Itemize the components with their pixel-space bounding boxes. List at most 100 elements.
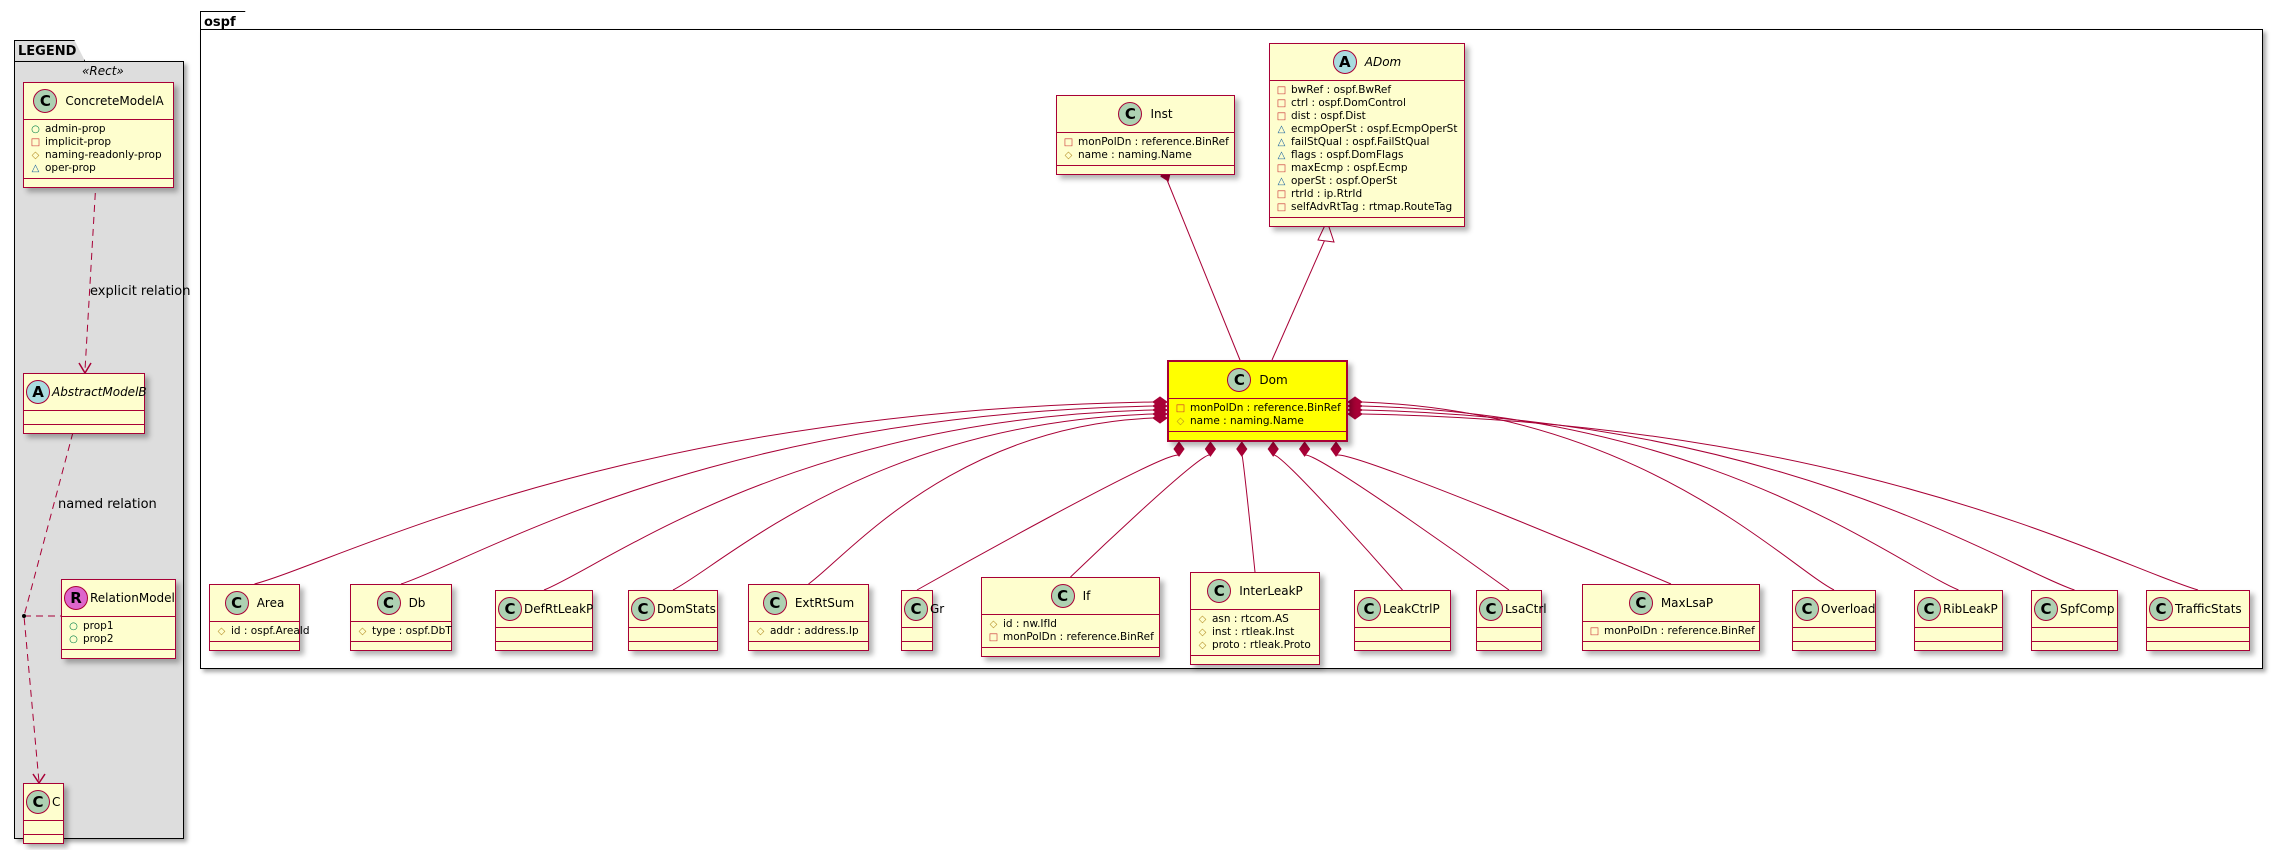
explicit-relation-label: explicit relation: [90, 284, 191, 299]
attribute-text: maxEcmp : ospf.Ecmp: [1291, 162, 1408, 174]
attribute: □monPolDn : reference.BinRef: [1589, 625, 1755, 638]
class-name: Db: [408, 596, 426, 610]
class-name: C: [52, 795, 61, 809]
attribute-text: id : nw.IfId: [1003, 618, 1057, 630]
class-icon: C: [1917, 597, 1941, 621]
attribute-text: prop2: [83, 633, 114, 645]
class-name: If: [1082, 589, 1091, 603]
attribute-text: ctrl : ospf.DomControl: [1291, 97, 1406, 109]
attribute: △ ecmpOperSt : ospf.EcmpOperSt: [1276, 123, 1458, 136]
attribute-text: implicit-prop: [45, 136, 112, 148]
legend-stereotype: «Rect»: [82, 64, 124, 78]
visibility-icon: ○: [69, 634, 78, 645]
class-icon: C: [26, 790, 50, 814]
attribute: □ monPolDn : reference.BinRef: [1063, 136, 1229, 149]
class-icon: C: [2034, 597, 2058, 621]
visibility-icon: △: [31, 163, 40, 174]
attribute: □selfAdvRtTag : rtmap.RouteTag: [1276, 201, 1458, 214]
class-icon: C: [762, 591, 787, 615]
attribute: ◇ asn : rtcom.AS: [1197, 613, 1313, 626]
attribute-text: monPolDn : reference.BinRef: [1078, 136, 1229, 148]
class-name: Inst: [1150, 107, 1173, 121]
class-name: RibLeakP: [1943, 602, 1998, 616]
class-icon: C: [1118, 102, 1143, 126]
attribute-text: failStQual : ospf.FailStQual: [1291, 136, 1430, 148]
attribute-text: admin-prop: [45, 123, 106, 135]
attribute: △ operSt : ospf.OperSt: [1276, 175, 1458, 188]
class-inst[interactable]: C Inst □ monPolDn : reference.BinRef ◇ name …: [1056, 95, 1235, 175]
attribute: □monPolDn : reference.BinRef: [988, 631, 1154, 644]
attribute-text: name : naming.Name: [1078, 149, 1192, 161]
visibility-icon: ◇: [1198, 614, 1207, 625]
attribute: ◇naming-readonly-prop: [30, 149, 167, 162]
visibility-icon: □: [1276, 111, 1287, 122]
visibility-icon: □: [1276, 189, 1287, 200]
attribute-text: monPolDn : reference.BinRef: [1003, 631, 1154, 643]
class-name: MaxLsaP: [1660, 596, 1714, 610]
attribute: ◇ name : naming.Name: [1063, 149, 1228, 162]
attribute-text: rtrId : ip.RtrId: [1291, 188, 1363, 200]
class-name: Area: [256, 596, 285, 610]
class-icon: C: [498, 597, 522, 621]
attribute: □ bwRef : ospf.BwRef: [1276, 84, 1458, 97]
attribute: □implicit-prop: [30, 136, 167, 149]
attribute: ◇type : ospf.DbT: [357, 625, 452, 638]
attribute-text: asn : rtcom.AS: [1212, 613, 1289, 625]
attribute-text: proto : rtleak.Proto: [1212, 639, 1311, 651]
class-name: ExtRtSum: [794, 596, 855, 610]
class-name: LeakCtrlP: [1383, 602, 1440, 616]
class-name: AbstractModelB: [52, 385, 147, 399]
attribute-text: flags : ospf.DomFlags: [1291, 149, 1404, 161]
attribute-text: dist : ospf.Dist: [1291, 110, 1366, 122]
visibility-icon: ◇: [1176, 416, 1185, 427]
visibility-icon: △: [1277, 150, 1286, 161]
visibility-icon: △: [1277, 176, 1286, 187]
visibility-icon: ◇: [217, 626, 226, 637]
class-icon: C: [33, 89, 58, 113]
class-icon: C: [1479, 597, 1503, 621]
class-db[interactable]: C Db ◇type : ospf.DbT: [350, 584, 452, 651]
attribute: △oper-prop: [30, 162, 167, 175]
abstract-icon: A: [26, 380, 50, 404]
visibility-icon: △: [1277, 124, 1286, 135]
visibility-icon: □: [1063, 137, 1074, 148]
attribute: ○prop1: [68, 620, 169, 633]
attribute: □ctrl : ospf.DomControl: [1276, 97, 1458, 110]
class-name: Dom: [1259, 373, 1288, 387]
attribute: ◇name : naming.Name: [1175, 415, 1340, 428]
attribute: △failStQual : ospf.FailStQual: [1276, 136, 1458, 149]
class-icon: C: [376, 591, 401, 615]
class-name: Gr: [930, 602, 945, 616]
attribute-text: operSt : ospf.OperSt: [1291, 175, 1398, 187]
attribute-text: ecmpOperSt : ospf.EcmpOperSt: [1291, 123, 1458, 135]
visibility-icon: □: [1276, 85, 1287, 96]
visibility-icon: ◇: [1064, 150, 1073, 161]
visibility-icon: ◇: [1198, 627, 1207, 638]
visibility-icon: ◇: [358, 626, 367, 637]
attribute-text: bwRef : ospf.BwRef: [1291, 84, 1392, 96]
class-icon: C: [224, 591, 249, 615]
attribute: △ flags : ospf.DomFlags: [1276, 149, 1458, 162]
attribute-text: monPolDn : reference.BinRef: [1190, 402, 1341, 414]
visibility-icon: ◇: [1198, 640, 1207, 651]
